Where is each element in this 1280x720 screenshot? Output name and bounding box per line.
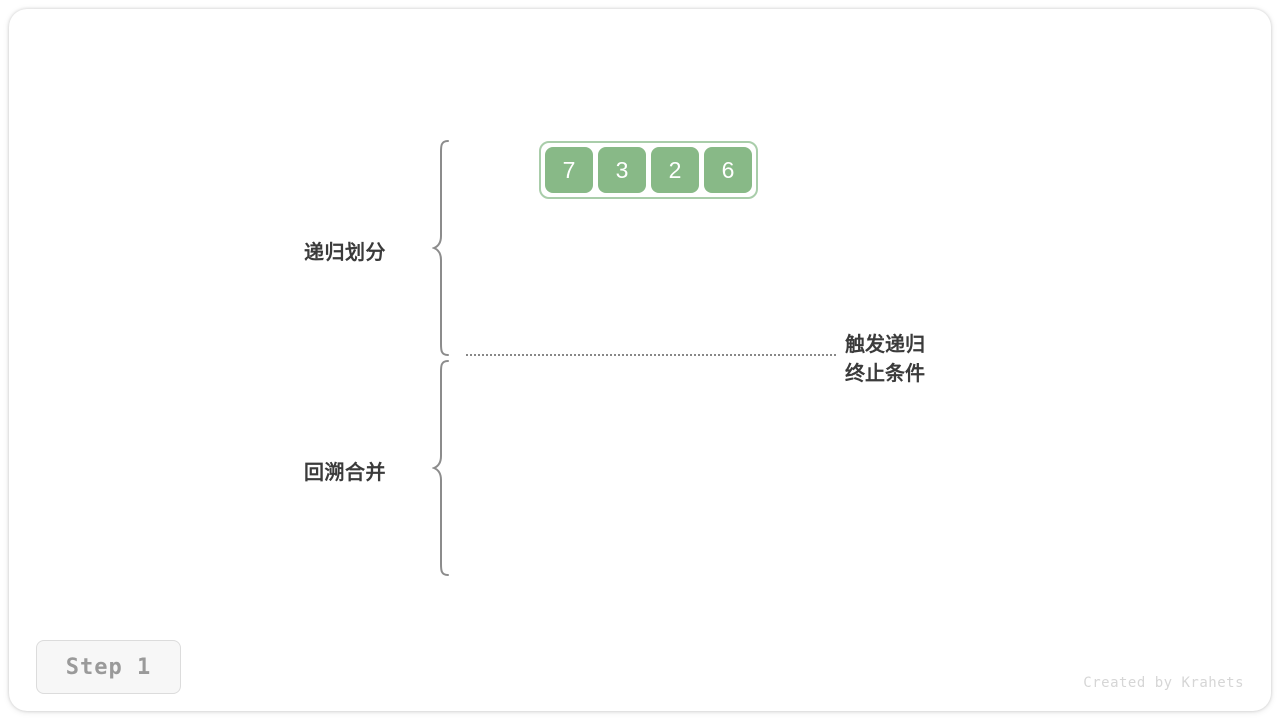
array-cell: 7	[545, 147, 593, 193]
step-badge: Step 1	[36, 640, 181, 694]
page-card	[9, 9, 1271, 711]
section-label-divide: 递归划分	[304, 242, 386, 264]
array-container: 7 3 2 6	[539, 141, 758, 199]
array-cell: 3	[598, 147, 646, 193]
section-label-merge: 回溯合并	[304, 462, 386, 484]
curly-brace-icon	[431, 358, 452, 583]
credit-text: Created by Krahets	[1083, 675, 1244, 691]
step-badge-label: Step 1	[65, 654, 152, 680]
recursion-termination-annotation: 触发递归 终止条件	[845, 331, 925, 389]
curly-brace-icon	[431, 138, 452, 363]
array-cell: 6	[704, 147, 752, 193]
dotted-divider-icon	[466, 354, 836, 358]
annotation-line-2: 终止条件	[845, 363, 925, 385]
annotation-line-1: 触发递归	[845, 334, 925, 356]
array-cell: 2	[651, 147, 699, 193]
